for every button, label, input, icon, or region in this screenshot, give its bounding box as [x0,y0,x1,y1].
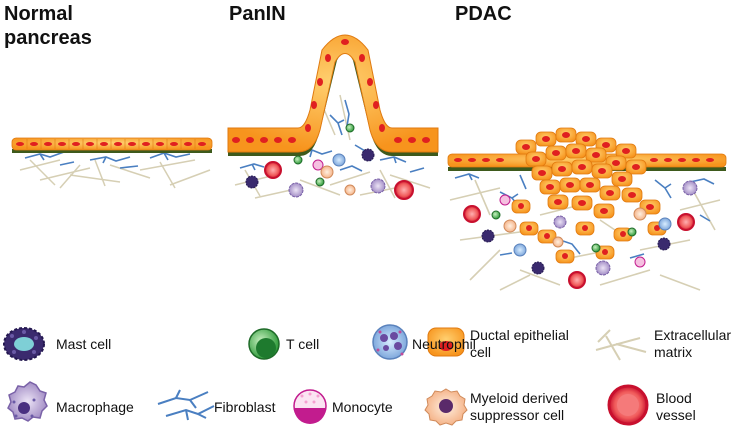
pdac-t-cell [627,227,637,237]
legend-label-extracellular-matrix: Extracellular matrix [654,327,732,360]
stage-title-panin: PanIN [229,3,286,25]
legend-label-macrophage: Macrophage [56,399,134,415]
pdac-blood-vessel [568,271,586,289]
ductal-epithelial-cell-icon [427,327,465,357]
pdac-blood-vessel [463,205,481,223]
legend-label-monocyte: Monocyte [332,399,393,415]
panin-t-cell [345,123,355,133]
pdac-t-cell [491,210,501,220]
legend [3,324,649,426]
pdac-monocyte [634,256,646,268]
normal-ductal-epithelium [11,137,213,151]
pdac-tumor-mass [511,127,667,264]
pdac-fibroblasts [454,173,715,259]
normal-fibroblasts [24,151,191,169]
pdac-mast-cell [531,261,545,275]
legend-label-fibroblast: Fibroblast [214,399,276,415]
neutrophil-icon [372,324,408,360]
panin-t-cell [315,177,325,187]
panin-mast-cell [361,148,375,162]
mast-cell-icon [3,327,45,361]
pdac-mdsc [633,207,647,221]
panin-macrophage [288,182,304,198]
panin-ductal-epithelium [227,34,439,153]
fibroblast-icon [157,389,215,421]
panin-t-cell [293,155,303,165]
pdac-macrophage [682,180,698,196]
panin-macrophage [370,178,386,194]
pdac-macrophage [553,215,567,229]
stage-title-pdac: PDAC [455,3,512,25]
panin-mdsc [320,165,334,179]
pdac-neutrophil [658,217,672,231]
panin-neutrophil [332,153,346,167]
normal-ecm [19,159,211,189]
panin-mdsc [344,184,356,196]
pdac-monocyte [499,194,511,206]
panin-monocyte [312,159,324,171]
legend-label-neutrophil: Neutrophil [412,336,476,352]
panin-mast-cell [245,175,259,189]
stage-title-normal-pancreas: Normal pancreas [4,3,92,49]
normal-pancreas-tissue [11,137,213,189]
macrophage-icon [7,381,48,422]
pdac-tissue [447,127,727,291]
mdsc-icon [424,388,468,426]
legend-label-blood-vessel: Blood vessel [656,390,696,423]
monocyte-icon [293,389,327,424]
pdac-macrophage [595,260,611,276]
panin-blood-vessel [264,161,282,179]
pdac-t-cell [591,243,601,253]
panin-tissue [227,34,439,200]
normal-basement-membrane [12,149,212,153]
t-cell-icon [248,328,280,360]
pdac-mdsc [503,219,517,233]
pdac-mast-cell [481,229,495,243]
pdac-mast-cell [657,237,671,251]
legend-label-t-cell: T cell [286,336,320,352]
blood-vessel-icon [607,384,649,426]
legend-label-mdsc: Myeloid derived suppressor cell [470,390,569,423]
legend-label-ductal-epithelial-cell: Ductal epithelial cell [470,327,569,360]
pdac-neutrophil [513,243,527,257]
panin-blood-vessel [394,180,414,200]
extracellular-matrix-icon [595,329,647,361]
pdac-mdsc [552,236,564,248]
legend-label-mast-cell: Mast cell [56,336,112,352]
pdac-blood-vessel [677,213,695,231]
